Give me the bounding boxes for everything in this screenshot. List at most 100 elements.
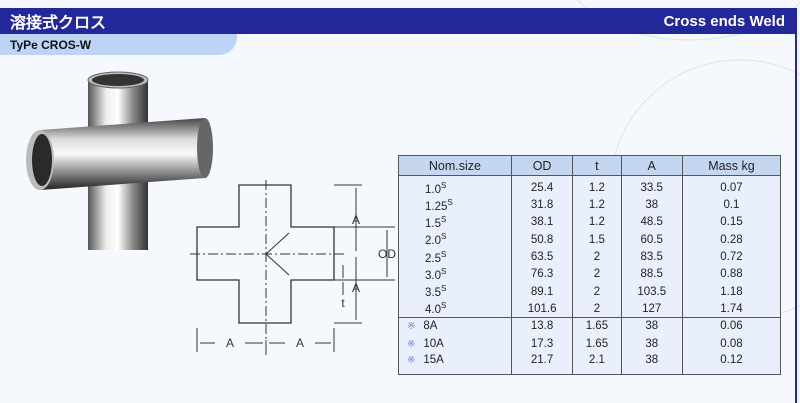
cell-a: 38 [620, 352, 683, 375]
size-suffix: S [441, 266, 447, 276]
cell-size: 4.0S [398, 300, 512, 318]
cell-t: 2 [572, 265, 622, 283]
cell-size: ※15A [398, 352, 512, 375]
cell-size: 2.0S [398, 231, 512, 249]
dim-t: t [341, 296, 345, 310]
size-suffix: S [441, 284, 447, 294]
size-suffix: S [441, 215, 447, 225]
cell-od: 101.6 [510, 300, 574, 318]
col-mass: Mass kg [681, 155, 782, 176]
decorative-circle [576, 0, 800, 41]
cell-a: 38 [620, 334, 683, 353]
cell-mass: 0.15 [681, 213, 782, 232]
cell-size: 1.0S [398, 175, 512, 197]
technical-drawing [190, 180, 395, 355]
cell-a: 38 [620, 317, 683, 335]
asterisk-mark: ※ [407, 338, 416, 350]
cell-t: 1.2 [572, 213, 622, 232]
cell-a: 60.5 [620, 231, 683, 249]
cell-mass: 0.07 [681, 175, 782, 197]
cell-mass: 0.08 [681, 334, 782, 353]
cell-size: ※ 8A [398, 317, 512, 335]
cell-od: 21.7 [510, 352, 574, 375]
cell-t: 1.65 [572, 334, 622, 353]
cell-od: 76.3 [510, 265, 574, 283]
cell-od: 25.4 [510, 175, 574, 197]
cell-mass: 0.1 [681, 196, 782, 214]
cell-size: 1.5S [398, 213, 512, 232]
cell-mass: 0.12 [681, 352, 782, 375]
cell-t: 1.2 [572, 196, 622, 214]
size-value: 15A [423, 354, 444, 367]
size-suffix: S [441, 249, 447, 259]
col-t: t [572, 155, 622, 176]
size-value: 3.0 [425, 269, 441, 282]
cell-t: 2.1 [572, 352, 622, 375]
size-value: 1.0 [425, 183, 441, 196]
cell-od: 17.3 [510, 334, 574, 353]
size-value: 3.5 [425, 287, 441, 300]
cell-mass: 1.74 [681, 300, 782, 318]
cell-t: 2 [572, 248, 622, 266]
size-value: 4.0 [425, 304, 441, 317]
cell-od: 38.1 [510, 213, 574, 232]
title-jp: 溶接式クロス [10, 13, 107, 32]
cell-mass: 1.18 [681, 282, 782, 301]
cell-a: 83.5 [620, 248, 683, 266]
dim-a-top: A [352, 213, 360, 227]
size-value: 1.25 [425, 200, 448, 213]
cell-size: 3.0S [398, 265, 512, 283]
cell-size: ※10A [398, 334, 512, 353]
product-photo [26, 71, 213, 250]
cell-a: 88.5 [620, 265, 683, 283]
size-value: 8A [423, 320, 438, 333]
cell-mass: 0.88 [681, 265, 782, 283]
dim-a-right: A [296, 336, 304, 350]
size-value: 2.0 [425, 235, 441, 248]
asterisk-mark: ※ [407, 321, 416, 333]
cell-t: 2 [572, 300, 622, 318]
cell-od: 89.1 [510, 282, 574, 301]
cell-mass: 0.72 [681, 248, 782, 266]
cell-mass: 0.28 [681, 231, 782, 249]
cell-a: 103.5 [620, 282, 683, 301]
cell-size: 1.25S [398, 196, 512, 214]
cell-t: 2 [572, 282, 622, 301]
col-nom-size: Nom.size [398, 155, 512, 176]
dim-od: OD [378, 247, 396, 261]
title-bar: 溶接式クロス Cross ends Weld [0, 8, 795, 34]
size-suffix: S [441, 232, 447, 242]
cell-od: 50.8 [510, 231, 574, 249]
size-suffix: S [441, 301, 447, 311]
cell-size: 3.5S [398, 282, 512, 301]
size-suffix: S [441, 180, 447, 190]
dim-a-left: A [226, 336, 234, 350]
cell-a: 33.5 [620, 175, 683, 197]
cell-a: 38 [620, 196, 683, 214]
size-value: 2.5 [425, 252, 441, 265]
cell-od: 31.8 [510, 196, 574, 214]
cell-mass: 0.06 [681, 317, 782, 335]
cell-size: 2.5S [398, 248, 512, 266]
size-suffix: S [447, 197, 453, 207]
col-od: OD [510, 155, 574, 176]
cell-a: 127 [620, 300, 683, 318]
cell-t: 1.65 [572, 317, 622, 335]
type-label: TyPe CROS-W [0, 34, 237, 55]
title-en: Cross ends Weld [663, 12, 785, 30]
cell-a: 48.5 [620, 213, 683, 232]
cell-t: 1.2 [572, 175, 622, 197]
dim-a-bottom: A [352, 281, 360, 295]
